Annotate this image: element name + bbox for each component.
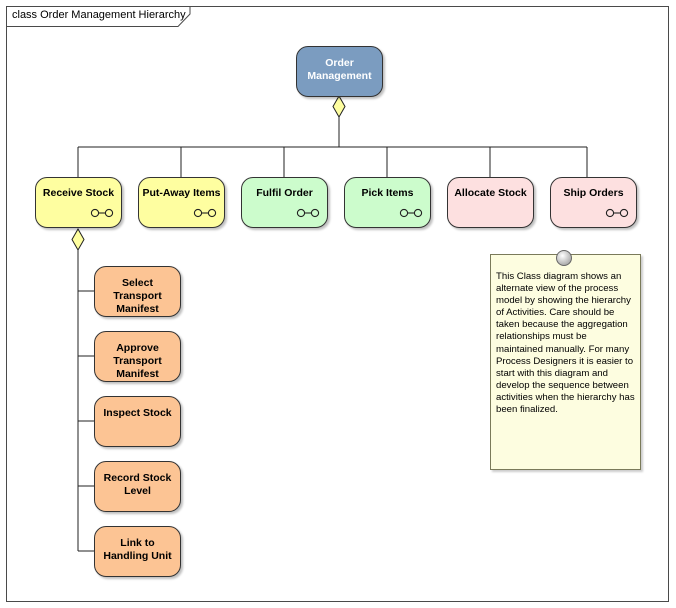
activity-glasses-icon <box>605 208 629 218</box>
activity-receive-stock[interactable]: Receive Stock <box>35 177 122 228</box>
activity-glasses-icon <box>193 208 217 218</box>
activity-glasses-icon <box>296 208 320 218</box>
sub-activity-label: Approve Transport Manifest <box>113 342 162 380</box>
pin-icon <box>556 250 572 266</box>
frame-tab-outline <box>6 6 191 27</box>
activity-label: Fulfil Order <box>256 187 313 199</box>
note-text: This Class diagram shows an alternate vi… <box>496 271 635 416</box>
activity-label: Receive Stock <box>42 187 115 199</box>
activity-label: Put-Away Items <box>142 187 221 199</box>
sub-activity-label: Record Stock Level <box>103 472 172 497</box>
root-label: Order Management <box>307 57 372 82</box>
activity-allocate-stock[interactable]: Allocate Stock <box>447 177 534 228</box>
diamond-icon <box>71 227 85 252</box>
root-order-management[interactable]: Order Management <box>296 46 383 97</box>
sub-activity-select-transport-manifest[interactable]: Select Transport Manifest <box>94 266 181 317</box>
diamond-icon <box>332 94 346 119</box>
activity-fulfil-order[interactable]: Fulfil Order <box>241 177 328 228</box>
sub-activity-inspect-stock[interactable]: Inspect Stock <box>94 396 181 447</box>
sub-activity-label: Inspect Stock <box>103 407 172 419</box>
sub-activity-label: Link to Handling Unit <box>103 537 172 562</box>
activity-label: Ship Orders <box>563 187 624 199</box>
sub-activity-record-stock-level[interactable]: Record Stock Level <box>94 461 181 512</box>
sub-activity-label: Select Transport Manifest <box>113 277 162 315</box>
activity-label: Allocate Stock <box>454 187 527 199</box>
activity-label: Pick Items <box>361 187 414 199</box>
sub-activity-approve-transport-manifest[interactable]: Approve Transport Manifest <box>94 331 181 382</box>
activity-glasses-icon <box>90 208 114 218</box>
activity-ship-orders[interactable]: Ship Orders <box>550 177 637 228</box>
note[interactable]: This Class diagram shows an alternate vi… <box>490 254 641 470</box>
sub-activity-link-to-handling-unit[interactable]: Link to Handling Unit <box>94 526 181 577</box>
activity-glasses-icon <box>399 208 423 218</box>
activity-put-away-items[interactable]: Put-Away Items <box>138 177 225 228</box>
activity-pick-items[interactable]: Pick Items <box>344 177 431 228</box>
frame-title: class Order Management Hierarchy <box>12 9 186 21</box>
